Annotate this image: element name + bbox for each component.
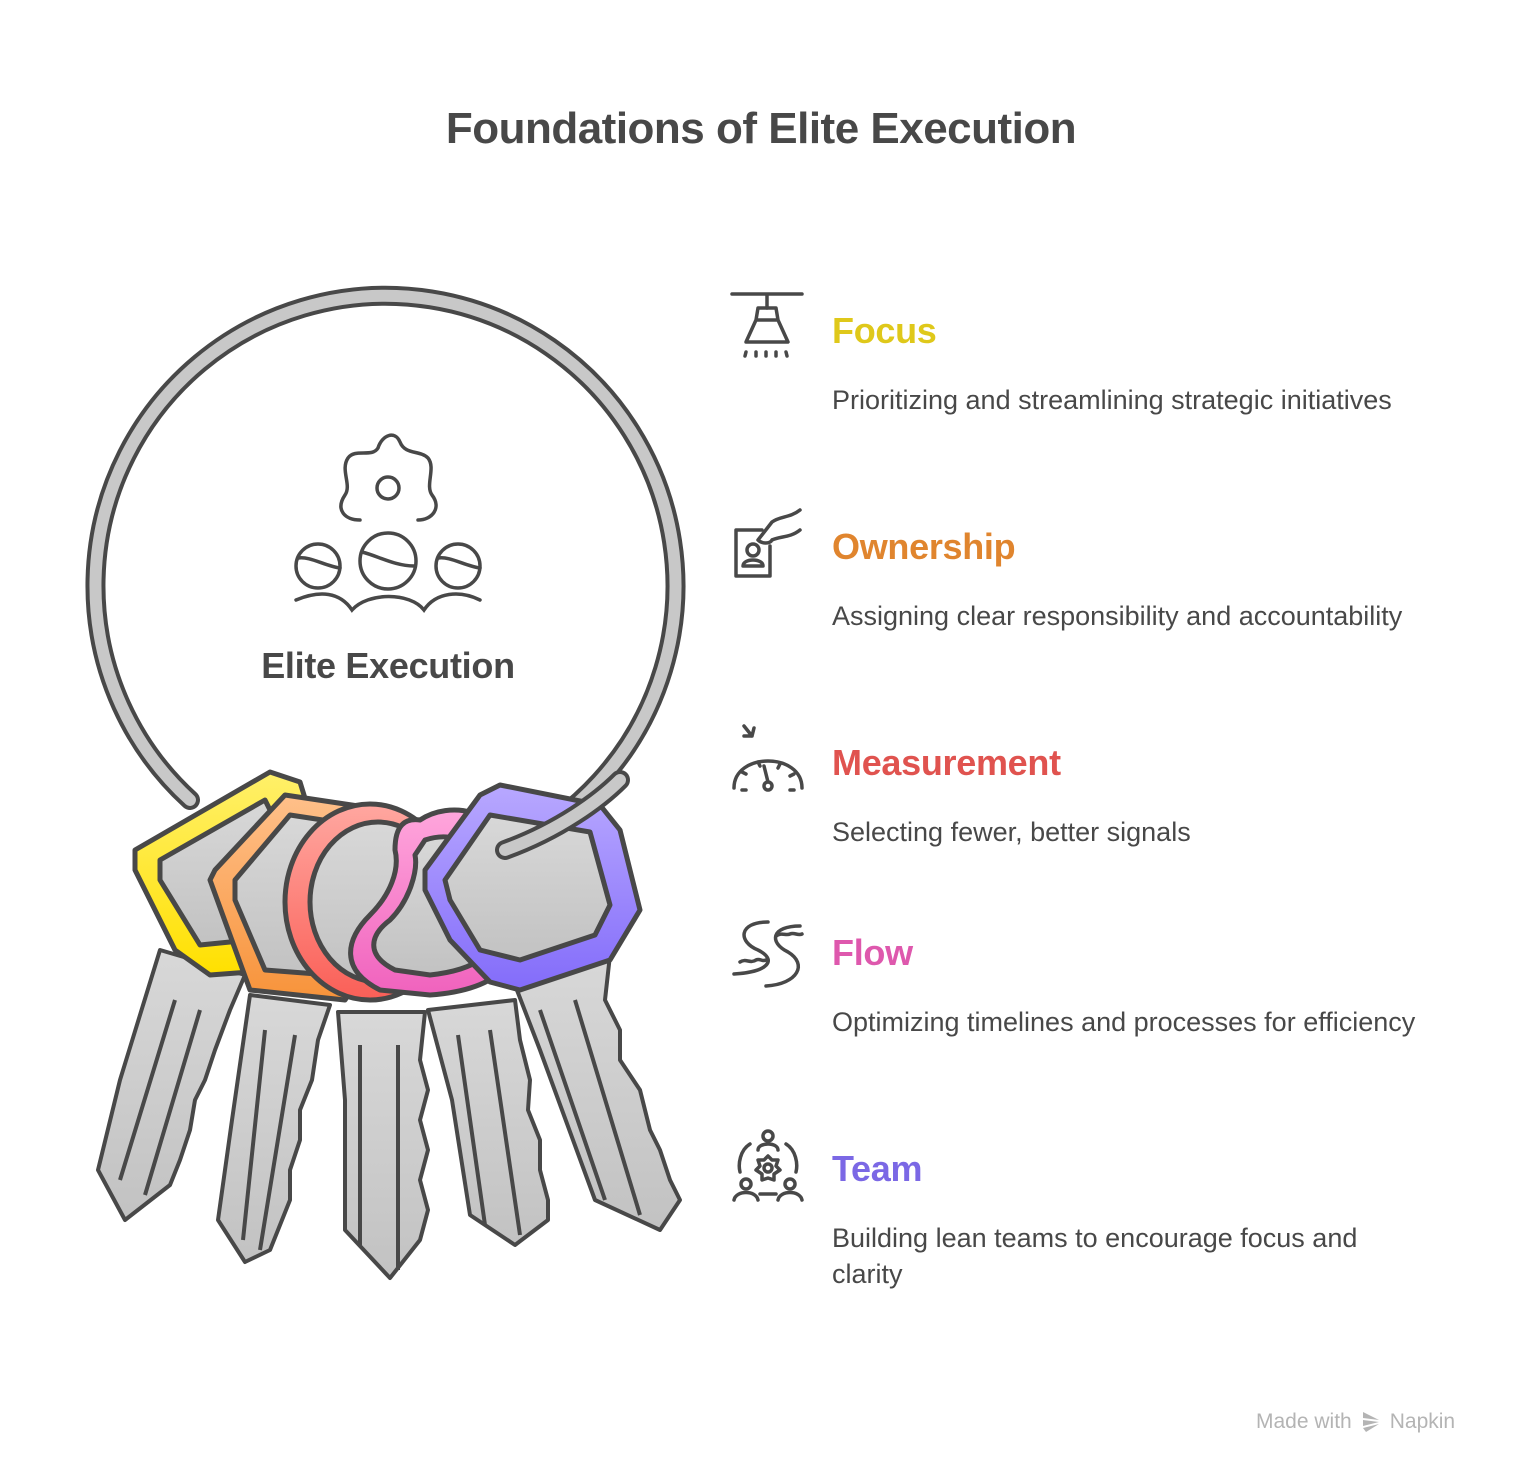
gauge-icon (732, 724, 804, 792)
item-description: Optimizing timelines and processes for e… (832, 1007, 1416, 1037)
river-flow-icon (732, 920, 804, 988)
spotlight-lamp-icon (730, 292, 804, 358)
item-description: Prioritizing and streamlining strategic … (832, 385, 1392, 415)
key-blade-2 (216, 993, 332, 1264)
made-with-credit[interactable]: Made with Napkin (1256, 1410, 1455, 1434)
item-description: Assigning clear responsibility and accou… (832, 601, 1403, 631)
key-heads (132, 769, 643, 1003)
key-blade-5 (513, 953, 682, 1232)
team-circle-icon (732, 1129, 804, 1202)
item-heading: Team (832, 1148, 923, 1189)
item-heading: Focus (832, 310, 937, 351)
item-description: Selecting fewer, better signals (832, 817, 1191, 847)
key-blades (96, 948, 682, 1280)
item-heading: Ownership (832, 526, 1016, 567)
key-head-team (422, 782, 643, 993)
key-blade-3 (336, 1010, 430, 1280)
credit-brand: Napkin (1389, 1410, 1456, 1433)
key-ring (85, 285, 686, 860)
id-badge-hand-icon (734, 508, 802, 578)
napkin-logo-icon (1362, 1412, 1379, 1432)
item-heading: Flow (832, 932, 913, 973)
center-label: Elite Execution (261, 645, 515, 686)
item-description: Building lean teams to encourage focus a… (832, 1223, 1358, 1289)
key-blade-1 (96, 948, 247, 1222)
page-title: Foundations of Elite Execution (445, 104, 1077, 153)
key-blade-4 (426, 998, 550, 1247)
credit-prefix: Made with (1256, 1410, 1352, 1433)
team-gear-icon (294, 433, 482, 613)
item-heading: Measurement (832, 742, 1061, 783)
